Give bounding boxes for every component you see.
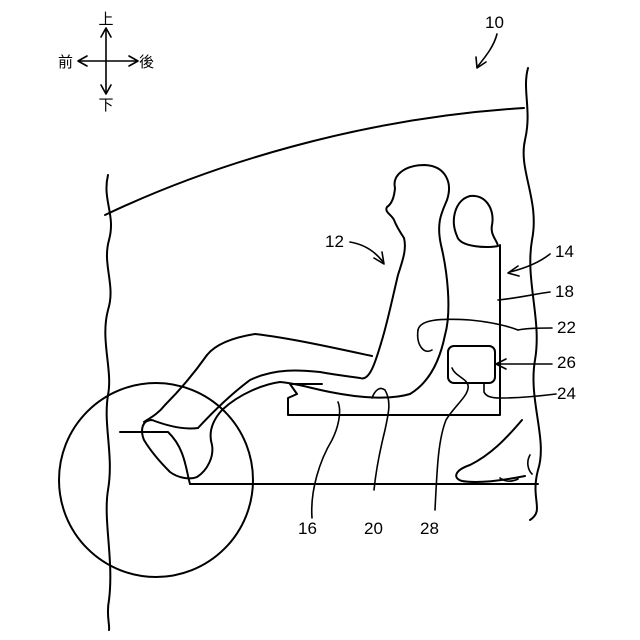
ref-label-back-part: 22 bbox=[557, 318, 576, 337]
occupant-thigh-upper bbox=[207, 334, 372, 356]
vehicle-roof bbox=[105, 108, 524, 215]
seat-member-line bbox=[484, 383, 556, 398]
compass-rear-label: 後 bbox=[139, 53, 154, 71]
ref-label-cable: 28 bbox=[420, 519, 439, 538]
ref-label-occupant: 12 bbox=[325, 232, 344, 251]
direction-compass: 上 下 前 後 bbox=[58, 10, 154, 114]
rear-occupant-foot bbox=[456, 420, 525, 482]
ref-label-seat: 14 bbox=[555, 242, 574, 261]
occupant-silhouette bbox=[142, 165, 449, 478]
cable-line bbox=[435, 368, 468, 510]
leader-occupant bbox=[350, 242, 383, 262]
back-part-curl bbox=[418, 330, 432, 351]
compass-front-label: 前 bbox=[58, 53, 73, 71]
ref-label-cushion-part: 20 bbox=[364, 519, 383, 538]
ref-label-seat-back: 18 bbox=[555, 282, 574, 301]
leader-seat-cushion bbox=[312, 402, 340, 518]
left-break-line bbox=[105, 175, 111, 630]
occupant-shin bbox=[144, 355, 207, 422]
ref-label-unit: 26 bbox=[557, 353, 576, 372]
ref-label-seat-member: 24 bbox=[557, 384, 576, 403]
unit-box bbox=[448, 346, 495, 383]
leader-back-part bbox=[518, 328, 552, 330]
ref-label-seat-cushion: 16 bbox=[298, 519, 317, 538]
detail-circle bbox=[59, 383, 253, 577]
leader-vehicle bbox=[478, 34, 497, 66]
cushion-part-line bbox=[372, 388, 389, 490]
compass-down-label: 下 bbox=[98, 96, 113, 114]
back-part-line bbox=[418, 319, 518, 330]
leader-seat-back bbox=[498, 292, 550, 300]
compass-up-label: 上 bbox=[98, 10, 113, 28]
headrest bbox=[454, 196, 498, 247]
ref-label-vehicle: 10 bbox=[485, 13, 504, 32]
